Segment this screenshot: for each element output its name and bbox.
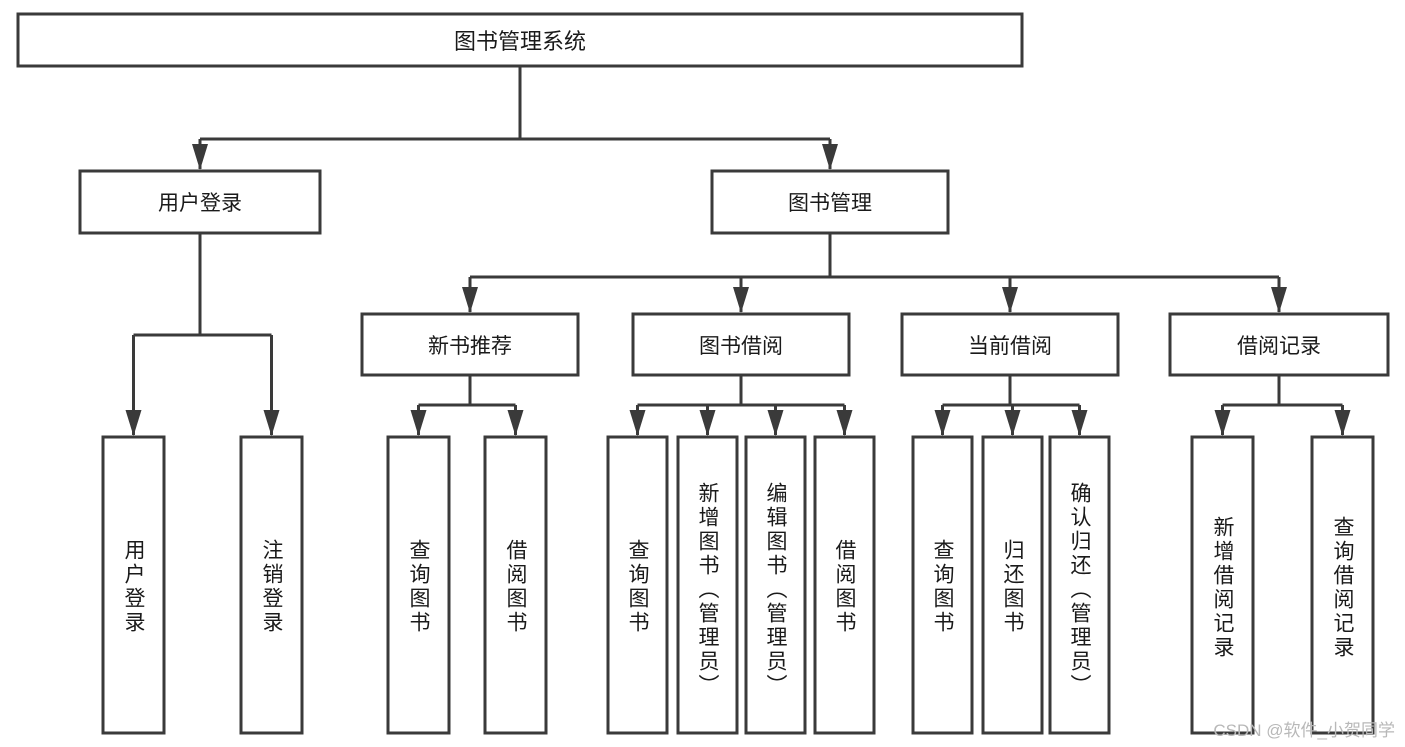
arrow-head-icon-book-borrow <box>733 287 749 313</box>
arrow-head-icon-leaf-borrow-book-rec <box>507 410 524 436</box>
node-book-manage[interactable] <box>710 169 950 235</box>
node-leaf-add-record[interactable] <box>1190 435 1255 735</box>
arrow-head-icon-leaf-borrow-book-bb <box>836 410 853 436</box>
node-new-book-rec[interactable] <box>360 312 580 377</box>
arrow-head-icon-book-manage <box>822 144 838 170</box>
node-leaf-logout[interactable] <box>239 435 304 735</box>
arrow-head-icon-leaf-query-record <box>1334 410 1351 436</box>
node-book-borrow[interactable] <box>631 312 851 377</box>
node-leaf-query-book-bb[interactable] <box>606 435 669 735</box>
node-leaf-borrow-book-bb[interactable] <box>813 435 876 735</box>
node-leaf-user-login[interactable] <box>101 435 166 735</box>
node-leaf-query-book-rec[interactable] <box>386 435 451 735</box>
boxes-layer <box>16 12 1390 735</box>
node-user-login[interactable] <box>78 169 322 235</box>
arrow-head-icon-leaf-logout <box>263 410 280 436</box>
node-leaf-return-book[interactable] <box>981 435 1044 735</box>
arrow-head-icon-borrow-record <box>1271 287 1287 313</box>
node-leaf-query-record[interactable] <box>1310 435 1375 735</box>
node-borrow-record[interactable] <box>1168 312 1390 377</box>
arrow-head-icon-leaf-query-book-bb <box>629 410 646 436</box>
arrow-head-icon-current-borrow <box>1002 287 1018 313</box>
arrow-head-icon-leaf-query-book-cb <box>934 410 951 436</box>
node-leaf-edit-book[interactable] <box>744 435 807 735</box>
node-current-borrow[interactable] <box>900 312 1120 377</box>
node-leaf-add-book[interactable] <box>676 435 739 735</box>
arrow-head-icon-leaf-add-record <box>1214 410 1231 436</box>
node-leaf-borrow-book-rec[interactable] <box>483 435 548 735</box>
arrow-head-icon-new-book-rec <box>462 287 478 313</box>
connectors-layer <box>125 66 1351 436</box>
arrow-head-icon-leaf-edit-book <box>767 410 784 436</box>
node-leaf-query-book-cb[interactable] <box>911 435 974 735</box>
node-leaf-confirm-return[interactable] <box>1048 435 1111 735</box>
node-root-system[interactable] <box>16 12 1024 68</box>
arrow-head-icon-leaf-user-login <box>125 410 142 436</box>
arrow-head-icon-leaf-confirm-return <box>1071 410 1088 436</box>
arrow-head-icon-leaf-return-book <box>1004 410 1021 436</box>
arrow-head-icon-leaf-query-book-rec <box>410 410 427 436</box>
arrow-head-icon-leaf-add-book <box>699 410 716 436</box>
arrow-head-icon-user-login <box>192 144 208 170</box>
